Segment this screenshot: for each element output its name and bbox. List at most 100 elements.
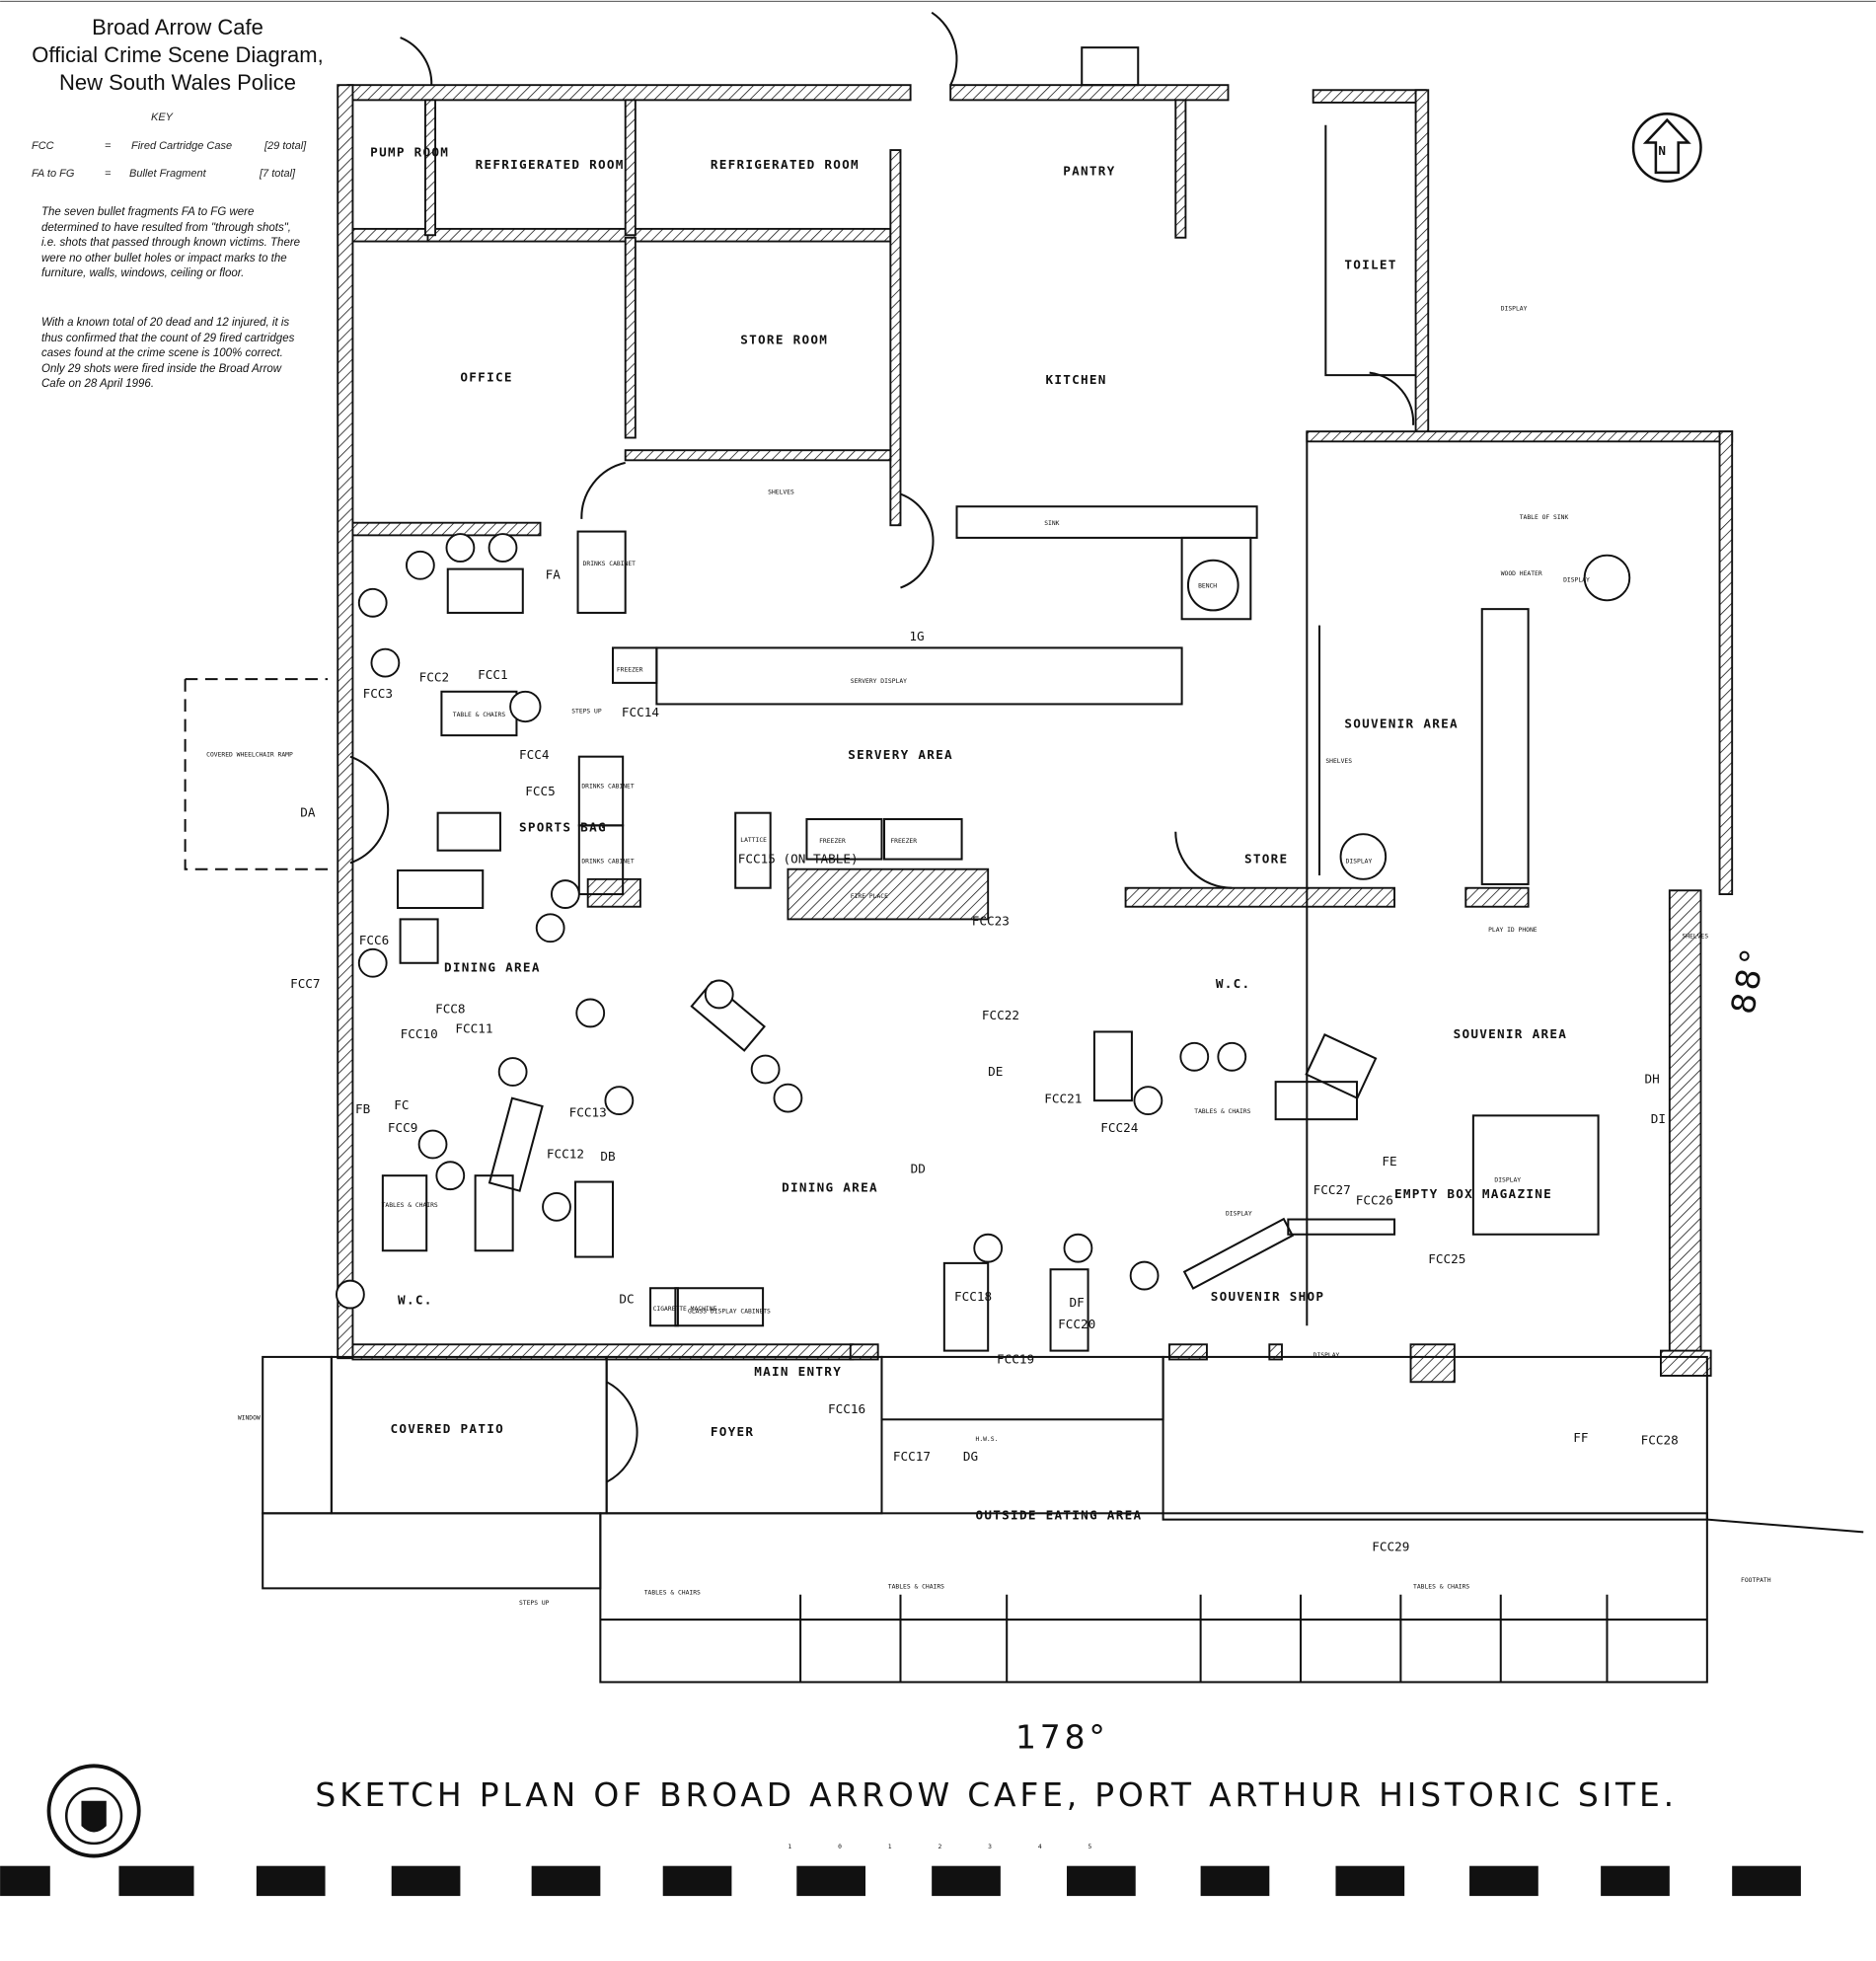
room-label: W.C. xyxy=(398,1293,433,1308)
fixture-label: BENCH xyxy=(1198,583,1217,590)
room-label: W.C. xyxy=(1216,976,1251,991)
key-eq: = xyxy=(105,140,112,152)
scale-bar-segment xyxy=(0,1865,50,1897)
fixture-label: DRINKS CABINET xyxy=(583,561,637,567)
scale-bar-segment xyxy=(531,1865,601,1897)
bullet-fragment-marker: DA xyxy=(300,804,316,819)
room-label: EMPTY BOX MAGAZINE xyxy=(1394,1186,1552,1201)
fixture-label: TABLE & CHAIRS xyxy=(453,712,506,718)
fcc-marker: FCC4 xyxy=(519,747,550,762)
scale-bar-segment xyxy=(932,1865,1001,1897)
fcc-marker: FCC24 xyxy=(1100,1120,1138,1135)
fcc-marker: FCC11 xyxy=(455,1021,492,1036)
key-title: KEY xyxy=(151,112,174,123)
header-line3: New South Wales Police xyxy=(58,70,297,95)
fcc-marker: FCC17 xyxy=(893,1449,931,1464)
fixture-label: LATTICE xyxy=(740,837,767,844)
fixture-label: SHELVES xyxy=(1682,933,1708,940)
bullet-fragment-marker: DC xyxy=(619,1291,634,1306)
fcc-marker: FCC28 xyxy=(1641,1433,1679,1448)
scale-bar-segment xyxy=(1601,1865,1670,1897)
bullet-fragment-marker: FA xyxy=(546,567,562,582)
fcc-marker: FCC29 xyxy=(1372,1539,1409,1553)
fixture-label: FOOTPATH xyxy=(1741,1577,1771,1584)
scale-bar-segment xyxy=(662,1865,732,1897)
key-total: [7 total] xyxy=(260,168,296,180)
bullet-fragment-marker: FF xyxy=(1573,1430,1588,1445)
bullet-fragment-marker: DI xyxy=(1651,1111,1666,1126)
fcc-marker: FCC16 xyxy=(828,1401,865,1416)
fixture-label: FREEZER xyxy=(819,838,846,845)
fixture-label: SINK xyxy=(1044,520,1059,527)
room-label: REFRIGERATED ROOM xyxy=(476,157,625,172)
bullet-fragment-marker: 1G xyxy=(909,629,924,643)
fcc-marker: FCC26 xyxy=(1356,1192,1393,1207)
fcc-marker: FCC12 xyxy=(547,1146,584,1161)
fixture-label: CIGARETTE MACHINE xyxy=(653,1306,717,1313)
scale-bar-segment xyxy=(796,1865,866,1897)
room-label: OUTSIDE EATING AREA xyxy=(976,1508,1143,1523)
fcc-marker: FCC19 xyxy=(997,1351,1034,1366)
fixture-label: DISPLAY xyxy=(1346,858,1373,865)
fixture-label: COVERED WHEELCHAIR RAMP xyxy=(206,752,293,759)
room-label: SPORTS BAG xyxy=(519,820,607,835)
fixture-label: DRINKS CABINET xyxy=(581,783,635,790)
fcc-marker: FCC22 xyxy=(982,1008,1019,1022)
bullet-fragment-marker: FE xyxy=(1382,1154,1396,1169)
key-meaning: Bullet Fragment xyxy=(129,168,206,180)
scale-bar-segment xyxy=(1469,1865,1538,1897)
fixture-label: DISPLAY xyxy=(1313,1352,1340,1359)
fcc-marker: FCC21 xyxy=(1044,1092,1082,1106)
fixture-label: TABLES & CHAIRS xyxy=(1413,1583,1469,1590)
room-label: SOUVENIR SHOP xyxy=(1211,1289,1325,1304)
fixture-label: FREEZER xyxy=(617,666,643,673)
fixture-label: DISPLAY xyxy=(1494,1177,1521,1184)
fixture-label: STEPS UP xyxy=(571,708,602,715)
angle-right-annotation: 88° xyxy=(1723,943,1773,1018)
room-label: PANTRY xyxy=(1063,163,1115,178)
room-label: OFFICE xyxy=(460,370,512,385)
scale-tick-label: 5 xyxy=(1088,1844,1092,1850)
note-fragments: The seven bullet fragments FA to FG were… xyxy=(41,206,301,279)
angle-bottom-annotation: 178° xyxy=(1015,1718,1109,1757)
fixture-label: STEPS UP xyxy=(519,1600,550,1607)
diagram-header: Broad Arrow Cafe Official Crime Scene Di… xyxy=(0,14,355,97)
room-label: STORE xyxy=(1244,851,1288,866)
room-label: DINING AREA xyxy=(782,1180,878,1195)
room-label: REFRIGERATED ROOM xyxy=(711,157,860,172)
scale-bar-segment xyxy=(1335,1865,1405,1897)
fixture-label: FREEZER xyxy=(890,838,917,845)
room-label: STORE ROOM xyxy=(740,332,828,346)
fixture-label: TABLES & CHAIRS xyxy=(888,1583,944,1590)
room-label: TOILET xyxy=(1344,257,1396,271)
fixture-label: WOOD HEATER xyxy=(1501,570,1542,577)
scale-tick-label: 0 xyxy=(838,1844,842,1850)
scale-tick-label: 4 xyxy=(1038,1844,1042,1850)
fcc-marker: FCC5 xyxy=(525,784,555,798)
fcc-marker: FCC27 xyxy=(1313,1182,1351,1197)
room-label: SERVERY AREA xyxy=(848,747,953,762)
scale-bar-segment xyxy=(391,1865,461,1897)
room-outlines xyxy=(0,0,1876,1684)
key-meaning: Fired Cartridge Case xyxy=(131,140,233,152)
fcc-marker: FCC15 (ON TABLE) xyxy=(738,851,859,866)
fcc-marker: FCC1 xyxy=(478,667,507,682)
scale-tick-label: 3 xyxy=(988,1844,992,1850)
scale-bar-segment xyxy=(1067,1865,1136,1897)
fixture-label: TABLES & CHAIRS xyxy=(382,1202,438,1209)
room-label: FOYER xyxy=(711,1424,754,1439)
key-code: FCC xyxy=(32,140,54,152)
fixture-label: DISPLAY xyxy=(1226,1211,1252,1218)
fcc-marker: FCC23 xyxy=(972,914,1010,929)
key-total: [29 total] xyxy=(264,140,307,152)
bullet-fragment-marker: DF xyxy=(1070,1295,1085,1310)
fixture-label: DISPLAY xyxy=(1563,576,1590,583)
scale-bar-segment xyxy=(256,1865,326,1897)
fcc-marker: FCC7 xyxy=(290,976,320,991)
fcc-marker: FCC8 xyxy=(435,1001,465,1016)
scale-bar-segment xyxy=(118,1865,194,1897)
note-cartridges: With a known total of 20 dead and 12 inj… xyxy=(41,317,295,390)
header-line1: Broad Arrow Cafe xyxy=(92,15,263,39)
walls xyxy=(337,84,1734,1384)
